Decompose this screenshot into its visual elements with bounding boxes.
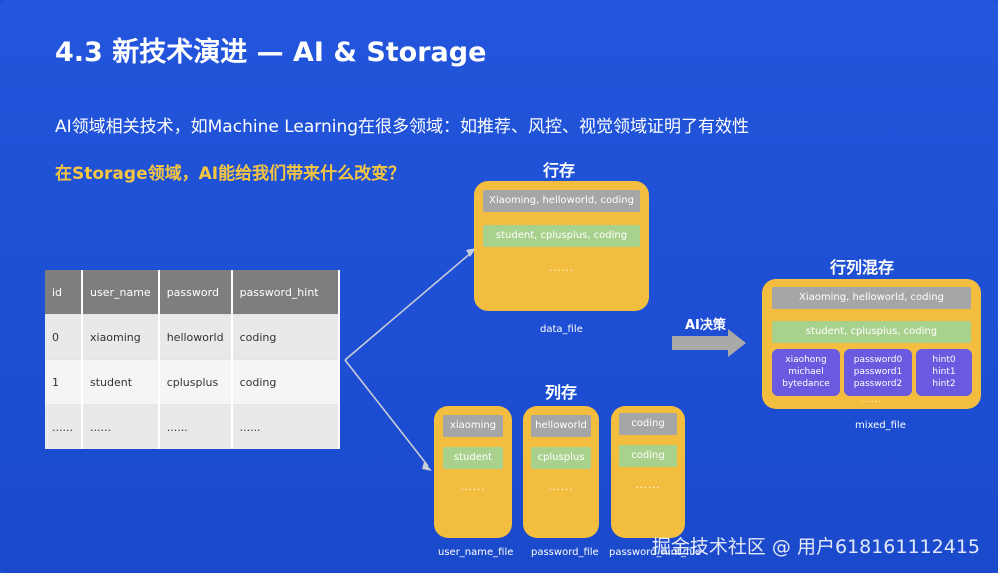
table-header-row: id user_name password password_hint [45,270,341,315]
ai-decision-arrow [672,329,746,357]
table-cell: ...... [158,404,233,449]
table-header-cell: user_name [82,270,160,315]
arrowhead-icon [422,462,432,471]
slide-title: 4.3 新技术演进 — AI & Storage [55,37,487,68]
table-cell: ...... [45,404,83,449]
col-value: student [443,447,503,469]
ellipsis: ...... [635,480,661,491]
table-row: 1 student cplusplus coding [45,359,341,405]
table-cell: cplusplus [158,359,233,405]
col-value: coding [619,445,677,467]
mixed-block-value: password1 [853,367,903,377]
table-cell: 0 [45,314,83,360]
ellipsis: ...... [548,263,575,274]
mixed-file-caption: mixed_file [855,420,906,431]
row-store-label: 行存 [543,161,576,180]
user-name-file-caption: user_name_file [438,547,514,558]
table-header-cell: id [45,270,83,315]
ellipsis: ...... [860,395,883,404]
mixed-block-value: hint1 [932,367,956,377]
password-file-caption: password_file [531,547,599,558]
data-file-box: Xiaoming, helloworld, coding student, cp… [474,181,649,311]
ai-decision-label: AI决策 [685,318,726,333]
mixed-column-block: xiaohong michael bytedance [772,349,840,396]
mixed-column-block: hint0 hint1 hint2 [916,349,972,396]
mixed-file-box: Xiaoming, helloworld, coding student, cp… [762,279,981,409]
table-cell: coding [231,314,341,360]
slide-question: 在Storage领域，AI能给我们带来什么改变？ [55,164,406,184]
table-cell: xiaoming [82,314,160,360]
password-file-box: helloworld cplusplus ...... [523,406,599,538]
ellipsis: ...... [460,482,486,493]
mixed-block-value: hint0 [932,355,956,365]
mixed-block-value: hint2 [932,379,956,389]
table-cell: helloworld [158,314,233,360]
table-cell: coding [231,359,341,405]
mixed-block-value: password0 [853,355,903,365]
row-record: student, cplusplus, coding [483,225,640,247]
col-value: coding [619,413,677,435]
mixed-store-label: 行列混存 [830,258,895,277]
col-value: helloworld [531,415,591,437]
table-header-cell: password [158,270,233,315]
arrow-to-row-store [344,251,473,361]
mixed-block-value: michael [788,367,824,377]
col-store-label: 列存 [545,383,578,402]
ellipsis: ...... [548,482,574,493]
table-cell: 1 [45,359,83,405]
table-cell: ...... [231,404,341,449]
mixed-block-value: bytedance [782,379,830,389]
password-hint-file-caption: password_hint_file [609,547,702,558]
watermark: 掘金技术社区 @ 用户618161112415 [651,536,980,558]
slide-subtitle: AI领域相关技术，如Machine Learning在很多领域：如推荐、风控、视… [55,117,750,137]
row-record: Xiaoming, helloworld, coding [483,190,640,212]
col-value: xiaoming [443,415,503,437]
user-table: id user_name password password_hint 0 xi… [45,270,341,449]
row-record: Xiaoming, helloworld, coding [772,287,971,309]
col-value: cplusplus [531,447,591,469]
user-name-file-box: xiaoming student ...... [434,406,512,538]
mixed-column-block: password0 password1 password2 [844,349,912,396]
table-cell: ...... [82,404,160,449]
arrowhead-icon [466,248,476,257]
password-hint-file-box: coding coding ...... [611,406,685,538]
data-file-caption: data_file [540,324,583,335]
table-row: 0 xiaoming helloworld coding [45,314,341,360]
row-record: student, cplusplus, coding [772,321,971,343]
mixed-block-value: password2 [853,379,903,389]
table-header-cell: password_hint [231,270,341,315]
arrow-to-col-store [344,359,429,467]
table-cell: student [82,359,160,405]
table-row: ...... ...... ...... ...... [45,404,341,449]
mixed-block-value: xiaohong [785,355,827,365]
